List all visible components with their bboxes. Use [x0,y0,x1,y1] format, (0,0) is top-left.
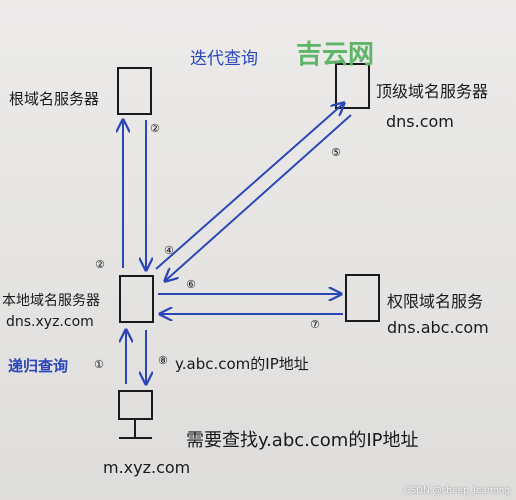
local-server-box [119,275,154,323]
arrow-step5-tld-to-local [165,114,352,281]
local-server-domain: dns.xyz.com [6,314,94,330]
auth-server-label: 权限域名服务 [387,292,484,311]
step-8-text: y.abc.com的IP地址 [175,355,309,373]
local-server-label: 本地域名服务器 [2,293,100,309]
auth-server-domain: dns.abc.com [387,318,489,337]
authoritative-server-box [345,274,380,322]
step-5-marker: ⑤ [331,146,341,159]
step-2-marker-root: ② [150,122,160,135]
recursive-query-label: 递归查询 [8,357,69,375]
step-2-marker-left: ② [95,258,105,271]
root-server-box [117,67,152,115]
host-query-label: 需要查找y.abc.com的IP地址 [186,430,419,451]
step-8-marker: ⑧ [158,354,168,367]
step-6-marker: ⑥ [186,278,196,291]
host-computer-icon [118,390,153,439]
csdn-footer-watermark: CSDN @sheep_learning [404,486,510,496]
tld-server-label: 顶级域名服务器 [376,82,489,101]
host-domain: m.xyz.com [103,458,191,477]
root-server-label: 根域名服务器 [9,90,100,108]
tld-server-domain: dns.com [386,112,454,131]
iterative-query-title: 迭代查询 [190,49,258,69]
step-4-marker: ④ [164,244,174,257]
step-1-marker: ① [94,358,104,371]
tld-server-box [335,63,370,109]
watermark-logo: 吉云网 [296,40,375,70]
arrow-step4-local-to-tld [155,103,344,270]
step-7-marker: ⑦ [310,318,320,331]
